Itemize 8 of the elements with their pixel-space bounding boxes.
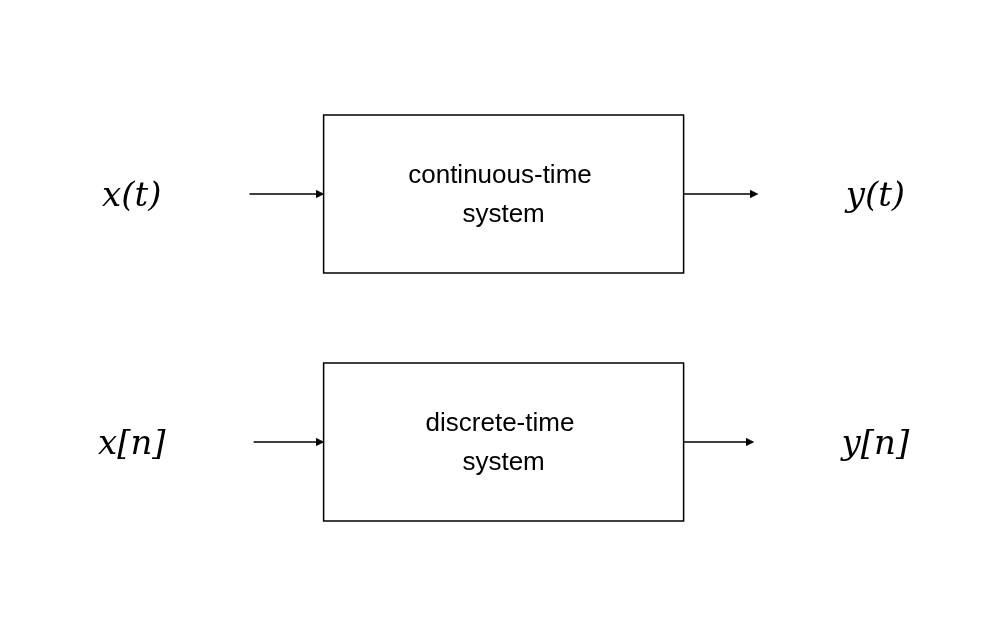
node-text: x(t) xyxy=(101,173,162,214)
node-box: discrete-time system xyxy=(322,362,685,522)
arrow xyxy=(248,189,324,199)
arrow xyxy=(252,437,324,447)
node-box: continuous-time system xyxy=(322,114,685,274)
node-text: y[n] xyxy=(841,421,910,462)
node-text: y(t) xyxy=(845,173,906,214)
node-text: x[n] xyxy=(97,421,166,462)
